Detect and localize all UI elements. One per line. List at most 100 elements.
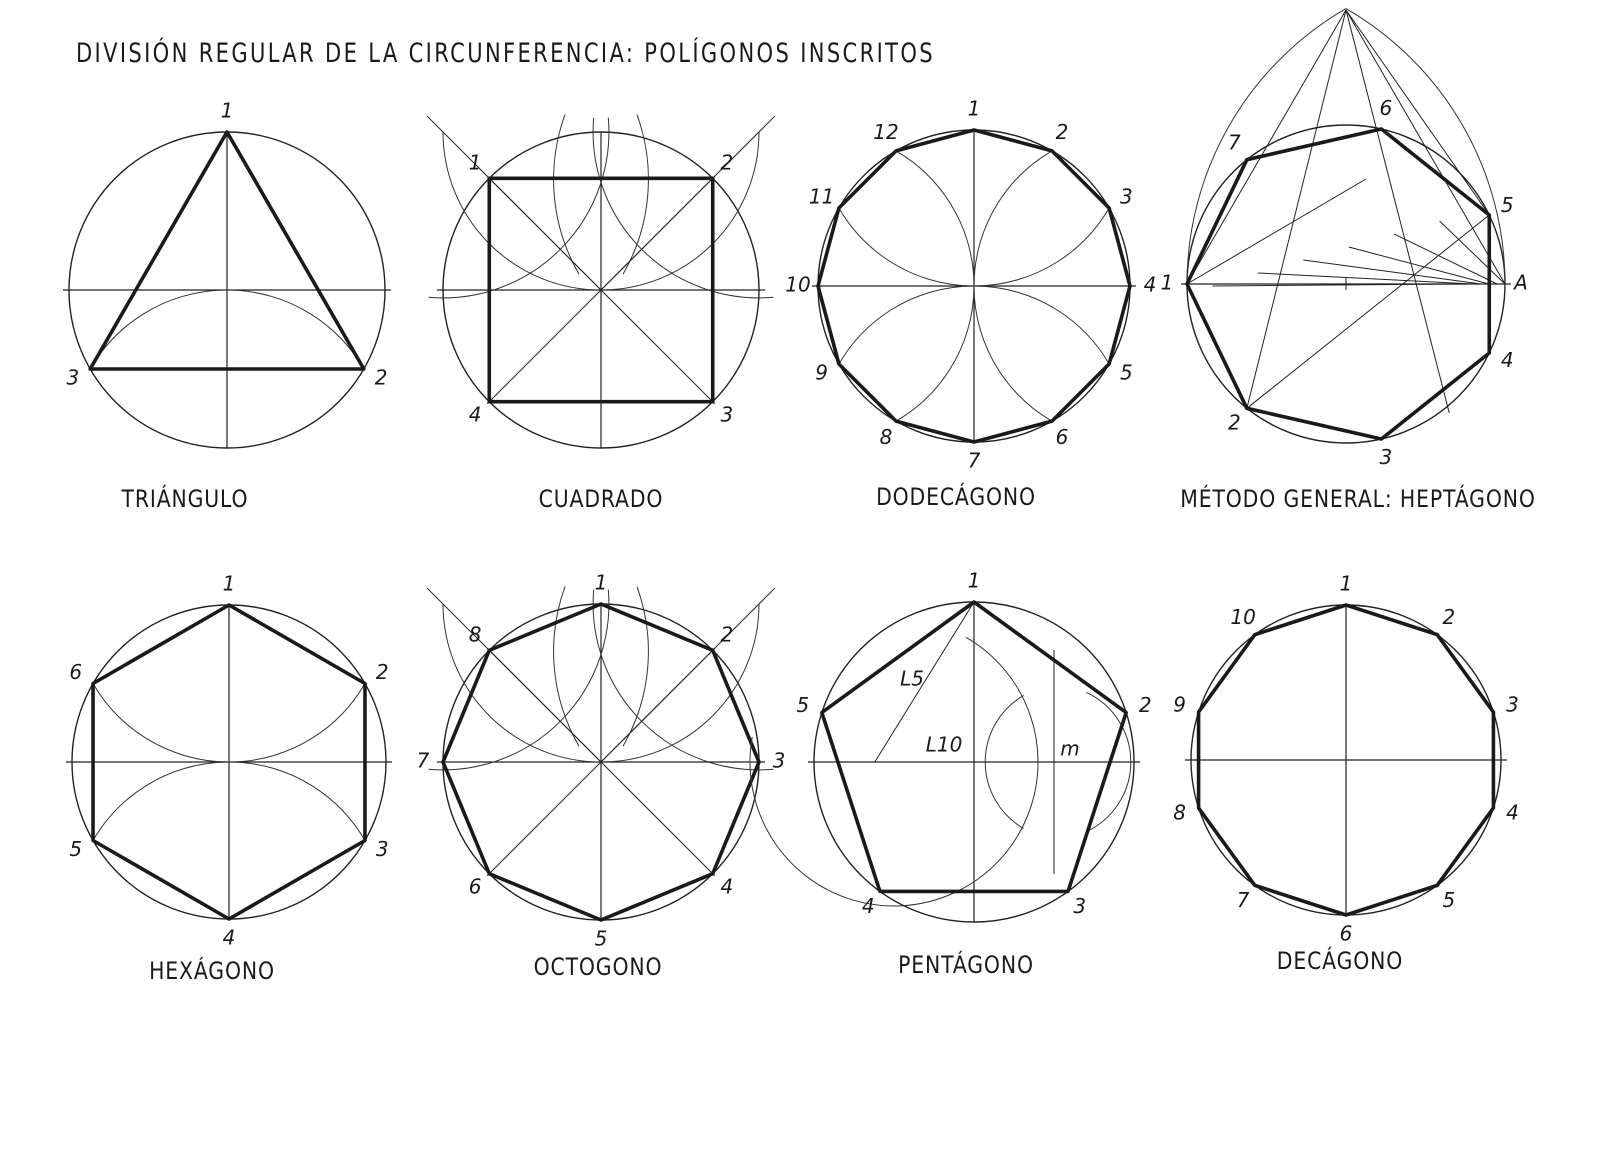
vertex-label: 3 — [1379, 445, 1392, 469]
construction-arc — [622, 114, 649, 275]
figure-caption: CUADRADO — [539, 485, 664, 513]
vertex-label: 3 — [376, 837, 389, 861]
vertex-label: 11 — [809, 185, 834, 209]
hatch-line — [1212, 283, 1466, 287]
vertex-label: 10 — [785, 273, 810, 297]
vertex-label: 3 — [66, 366, 79, 390]
construction-line — [1246, 9, 1347, 409]
figure-caption: TRIÁNGULO — [121, 483, 249, 513]
vertex-label: 1 — [968, 569, 981, 593]
construction-arc — [1086, 691, 1132, 833]
page-title: DIVISIÓN REGULAR DE LA CIRCUNFERENCIA: P… — [76, 38, 935, 69]
vertex-label: 2 — [720, 623, 733, 647]
vertex-label: 7 — [417, 749, 430, 773]
vertex-label: 2 — [1139, 693, 1152, 717]
vertex-label: 9 — [815, 361, 828, 385]
vertex-label: 2 — [1228, 410, 1241, 434]
vertex-label: 4 — [223, 926, 236, 950]
vertex-label: 3 — [720, 402, 733, 426]
vertex-label: 12 — [873, 120, 898, 144]
construction-arc — [89, 289, 365, 370]
vertex-label: 3 — [1506, 692, 1519, 716]
vertex-label: 5 — [1120, 361, 1133, 385]
vertex-label: 1 — [221, 99, 234, 123]
figure-caption: PENTÁGONO — [898, 949, 1034, 979]
construction-arc — [622, 586, 649, 747]
vertex-label: 4 — [1506, 801, 1519, 825]
construction-line — [1246, 214, 1490, 409]
figure-caption: HEXÁGONO — [149, 955, 275, 985]
construction-arc — [428, 117, 610, 299]
vertex-label: 5 — [1501, 193, 1514, 217]
vertex-label: 3 — [1073, 894, 1086, 918]
vertex-label: 2 — [376, 660, 389, 684]
vertex-label: 4 — [862, 894, 875, 918]
vertex-label: 6 — [1056, 425, 1069, 449]
vertex-label: 5 — [595, 927, 608, 951]
vertex-label: 10 — [1230, 605, 1255, 629]
construction-line — [874, 601, 975, 763]
figure-caption: DECÁGONO — [1277, 945, 1403, 975]
construction-arc — [749, 636, 1039, 907]
point-label-m: m — [1060, 737, 1079, 761]
vertex-label: 2 — [375, 366, 388, 390]
segment-label-L10: L10 — [926, 733, 963, 757]
vertex-label: 8 — [880, 425, 893, 449]
vertex-label: 2 — [1056, 120, 1069, 144]
inscribed-polygon — [91, 603, 367, 921]
construction-arc — [92, 761, 366, 841]
segment-label-L5: L5 — [900, 667, 924, 691]
vertex-label: 1 — [223, 572, 236, 596]
construction-arc — [553, 114, 580, 275]
construction-line — [1345, 9, 1450, 414]
vertex-label: 3 — [773, 749, 786, 773]
hatch-line — [1439, 220, 1506, 285]
hatch-line — [1303, 259, 1482, 285]
construction-arc — [442, 603, 760, 763]
hatch-line — [1257, 272, 1474, 285]
vertex-label: 7 — [968, 449, 981, 473]
construction-arc — [442, 131, 760, 291]
vertex-label: 5 — [1442, 888, 1455, 912]
point-label-A: A — [1512, 271, 1528, 295]
construction-arc — [973, 150, 1053, 422]
hatch-line — [1348, 246, 1490, 285]
construction-line — [1186, 9, 1347, 285]
inscribed-polygon — [441, 602, 761, 922]
construction-arc — [1345, 8, 1506, 285]
figure-caption: DODECÁGONO — [876, 481, 1036, 511]
construction-arc — [984, 695, 1024, 829]
vertex-label: 2 — [1442, 605, 1455, 629]
inscribed-polygon — [816, 128, 1132, 444]
vertex-label: 6 — [1379, 96, 1392, 120]
vertex-label: 8 — [469, 623, 482, 647]
construction-arc — [1186, 8, 1347, 285]
construction-line — [1186, 178, 1367, 285]
vertex-label: 5 — [69, 837, 82, 861]
construction-arc — [592, 117, 774, 299]
inscribed-polygon — [820, 600, 1128, 894]
vertex-label: 8 — [1173, 801, 1186, 825]
vertex-label: 4 — [469, 402, 482, 426]
construction-arc — [553, 586, 580, 747]
figure-caption: MÉTODO GENERAL: HEPTÁGONO — [1180, 483, 1535, 513]
vertex-label: 4 — [1501, 348, 1514, 372]
construction-arc — [592, 589, 774, 771]
vertex-label: 1 — [1161, 271, 1174, 295]
vertex-label: 9 — [1173, 692, 1186, 716]
inscribed-polygon — [1196, 603, 1496, 917]
figure-caption: OCTOGONO — [534, 953, 663, 981]
inscribed-polygon — [1185, 127, 1492, 441]
vertex-label: 4 — [1144, 273, 1157, 297]
vertex-label: 4 — [720, 874, 733, 898]
vertex-label: 6 — [69, 660, 82, 684]
vertex-label: 3 — [1120, 185, 1133, 209]
